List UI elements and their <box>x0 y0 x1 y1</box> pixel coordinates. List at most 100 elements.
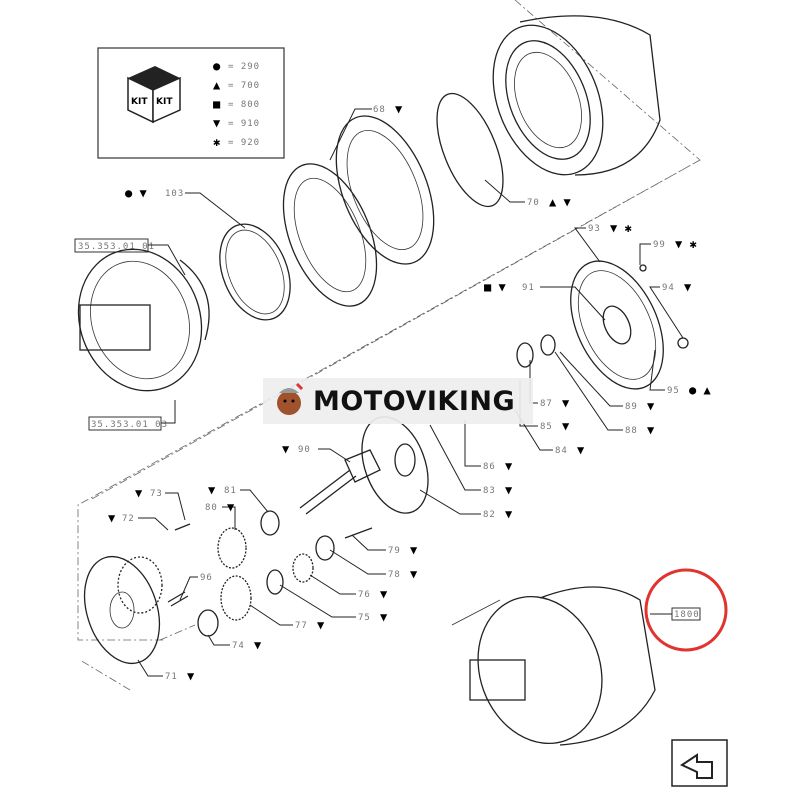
callout-91[interactable]: 91■ ▼ <box>484 280 535 294</box>
callout-85[interactable]: 85 ▼ <box>540 419 570 433</box>
leader-line <box>649 286 684 339</box>
leader-line <box>185 192 246 229</box>
kit-symbols: ▼ <box>562 396 570 410</box>
legend-item: ▲= 700 <box>213 78 260 92</box>
callout-89[interactable]: 89▼ <box>625 399 655 413</box>
kit-symbols: ▼ <box>684 280 692 294</box>
leader-line <box>559 351 623 407</box>
callout-number: 79 <box>388 546 401 556</box>
callout-90[interactable]: 90▼ <box>282 442 311 456</box>
final-drive-assembly <box>451 586 656 746</box>
kit-symbols: ▼ <box>647 399 655 413</box>
callout-79[interactable]: 79 ▼ <box>388 543 418 557</box>
kit-symbols: ▼ <box>208 483 216 497</box>
leader-line <box>309 574 356 595</box>
callout-number: 71 <box>165 672 178 682</box>
callout-73[interactable]: 73 ▼ <box>135 486 163 500</box>
callout-number: 83 <box>483 486 496 496</box>
callout-78[interactable]: 78▼ <box>388 567 418 581</box>
legend-item: ▼= 910 <box>213 116 260 130</box>
legend-item: ✱ = 920 <box>213 135 260 149</box>
legend-value: = 910 <box>228 119 260 129</box>
callout-84[interactable]: 84 ▼ <box>555 443 585 457</box>
cover-93 <box>570 260 664 390</box>
callout-93[interactable]: 93 ▼ ✱ <box>588 221 632 235</box>
kit-symbols: ▼ <box>108 511 116 525</box>
callout-77[interactable]: 77▼ <box>295 618 325 632</box>
legend-item: ■= 800 <box>213 97 259 111</box>
callout-87[interactable]: 87▼ <box>540 396 570 410</box>
kit-symbols: ▼ <box>562 419 570 433</box>
callout-94[interactable]: 94▼ <box>662 280 692 294</box>
callout-96[interactable]: 96 <box>200 573 213 583</box>
legend-item: ●= 290 <box>213 59 259 73</box>
callout-83[interactable]: 83▼ <box>483 483 513 497</box>
callout-number: 72 <box>122 514 135 524</box>
callout-82[interactable]: 82▼ <box>483 507 513 521</box>
leader-line <box>484 179 525 203</box>
kit-symbols: ■ ▼ <box>484 280 506 294</box>
kit-symbols: ▼ <box>395 102 403 116</box>
callout-number: 86 <box>483 462 496 472</box>
kit-symbols: ▼ ✱ <box>610 221 632 235</box>
assembly-boundary <box>77 0 701 641</box>
leader-line <box>574 227 601 263</box>
kit-symbols: ▼ <box>187 669 195 683</box>
kit-symbols: ▼ <box>577 443 585 457</box>
callout-99[interactable]: 99▼ ✱ <box>653 237 697 251</box>
kit-symbols: ▼ <box>410 543 418 557</box>
callout-74[interactable]: 74▼ <box>232 638 262 652</box>
highlight-circle <box>644 568 728 652</box>
svg-text:35.353.01 01: 35.353.01 01 <box>78 242 155 252</box>
leader-line <box>179 576 198 601</box>
leader-line <box>419 489 481 515</box>
kit-symbols: ▼ <box>380 610 388 624</box>
callout-80[interactable]: 80▼ <box>205 500 235 514</box>
callout-70[interactable]: 70▲ ▼ <box>527 195 571 209</box>
legend-symbol: ■ <box>213 97 221 111</box>
leader-line <box>165 492 186 521</box>
svg-text:35.353.01 03: 35.353.01 03 <box>91 420 168 430</box>
bearing-68 <box>282 115 435 307</box>
callout-72[interactable]: 72 ▼ <box>108 511 135 525</box>
kit-label-right: KIT <box>156 97 173 107</box>
viking-logo-icon <box>277 382 304 415</box>
callout-76[interactable]: 76▼ <box>358 587 388 601</box>
leader-line <box>540 286 606 321</box>
kit-box-icon: KIT KIT <box>127 66 181 124</box>
leader-line <box>240 489 269 513</box>
callout-number: 85 <box>540 422 553 432</box>
leader-line <box>137 659 163 677</box>
watermark-banner: MOTOVIKING <box>263 378 533 424</box>
callout-88[interactable]: 88▼ <box>625 423 655 437</box>
callout-number: 93 <box>588 224 601 234</box>
ref-box-1800[interactable]: 1800 <box>671 607 701 621</box>
kit-symbols: ● ▲ <box>689 383 711 397</box>
legend-value: = 920 <box>228 138 260 148</box>
hub-82 <box>361 416 429 514</box>
leader-line <box>207 634 230 646</box>
callout-86[interactable]: 86▼ <box>483 459 513 473</box>
callout-number: 82 <box>483 510 496 520</box>
callout-number: 84 <box>555 446 568 456</box>
callout-103[interactable]: 103● ▼ <box>125 186 184 200</box>
callout-68[interactable]: 68▼ <box>373 102 403 116</box>
gears-small <box>167 510 373 637</box>
callout-number: 73 <box>150 489 163 499</box>
callout-81[interactable]: 81 ▼ <box>208 483 237 497</box>
callout-number: 81 <box>224 486 237 496</box>
kit-label-left: KIT <box>131 97 148 107</box>
callout-75[interactable]: 75▼ <box>358 610 388 624</box>
legend-value: = 700 <box>228 81 260 91</box>
callout-95[interactable]: 95● ▲ <box>667 383 711 397</box>
leader-line <box>279 584 356 618</box>
kit-symbols: ▼ <box>135 486 143 500</box>
navigate-back-icon[interactable] <box>671 739 728 787</box>
leader-line <box>649 349 665 391</box>
leader-line <box>138 517 169 531</box>
callout-71[interactable]: 71 ▼ <box>165 669 195 683</box>
ref-box-35-353-01-03[interactable]: 35.353.01 03 <box>88 416 168 431</box>
legend-symbol: ✱ <box>213 135 220 149</box>
